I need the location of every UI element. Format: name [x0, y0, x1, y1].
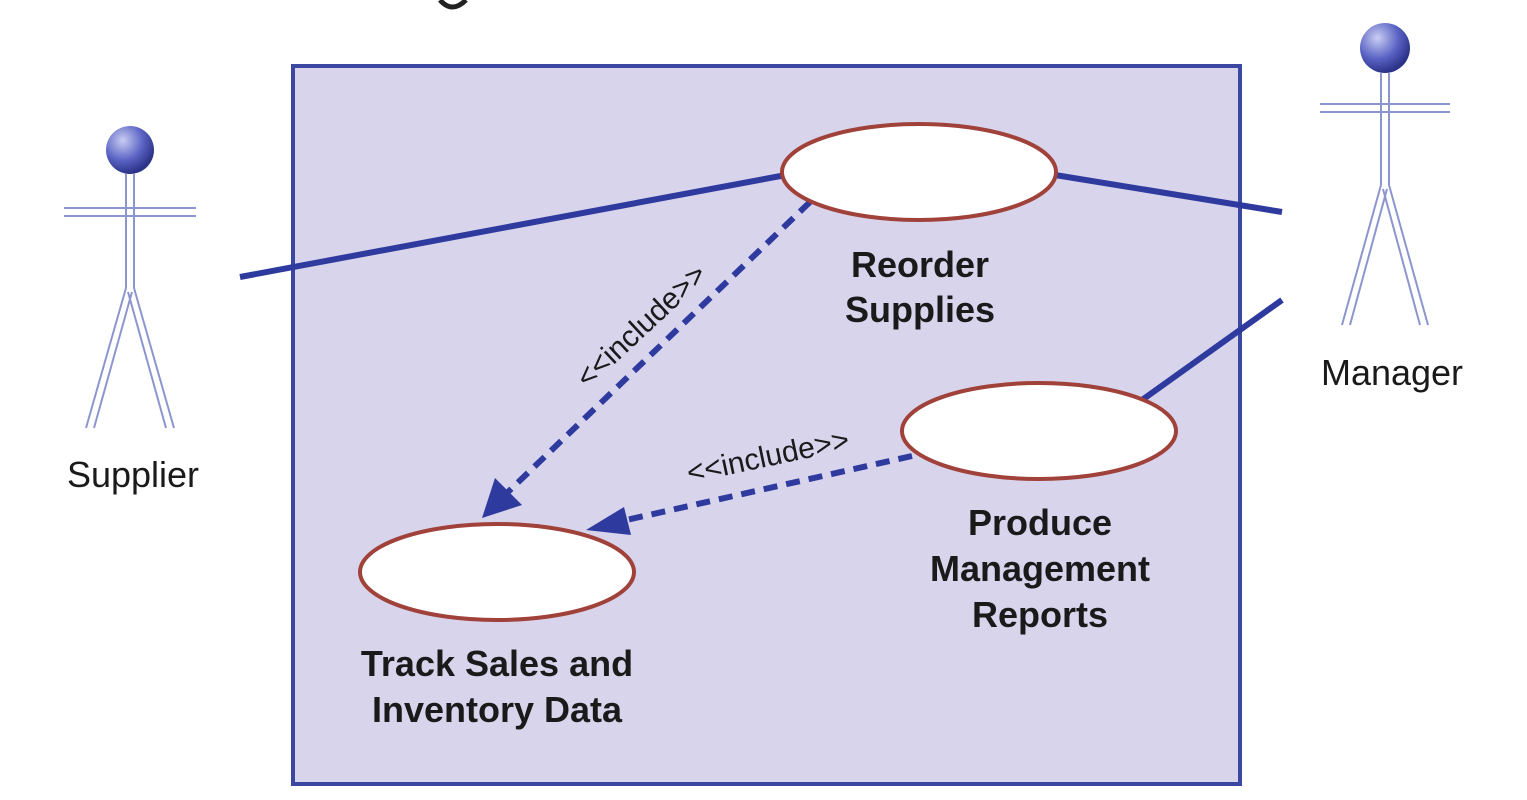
- actor-label-supplier: Supplier: [67, 454, 199, 495]
- use-case-track-sales-inventory[interactable]: [358, 522, 636, 622]
- use-case-label-reorder-2: Supplies: [845, 289, 995, 330]
- use-case-label-produce-1: Produce: [968, 502, 1112, 543]
- actor-head-icon: [106, 126, 154, 174]
- include-edge-reorder-track: [505, 199, 813, 495]
- include-arrowhead-1: [482, 478, 522, 518]
- include-arrowhead-2: [586, 507, 631, 535]
- association-reorder-manager: [1054, 172, 1283, 215]
- use-case-label-track-2: Inventory Data: [372, 689, 623, 730]
- use-case-label-produce-2: Management: [930, 548, 1150, 589]
- use-case-label-reorder-1: Reorder: [851, 244, 989, 285]
- use-case-label-produce-3: Reports: [972, 594, 1108, 635]
- association-produce-manager: [1140, 297, 1284, 403]
- title-fragment: [438, 0, 468, 10]
- association-supplier-reorder: [239, 172, 787, 280]
- use-case-reorder-supplies[interactable]: [780, 122, 1058, 222]
- use-case-label-track-1: Track Sales and: [361, 643, 633, 684]
- include-edge-produce-track: [621, 453, 913, 524]
- use-case-produce-management-reports[interactable]: [900, 381, 1178, 481]
- actor-manager[interactable]: [1320, 23, 1450, 326]
- actor-supplier[interactable]: [64, 126, 196, 429]
- actor-head-icon: [1360, 23, 1410, 73]
- actor-label-manager: Manager: [1321, 352, 1463, 393]
